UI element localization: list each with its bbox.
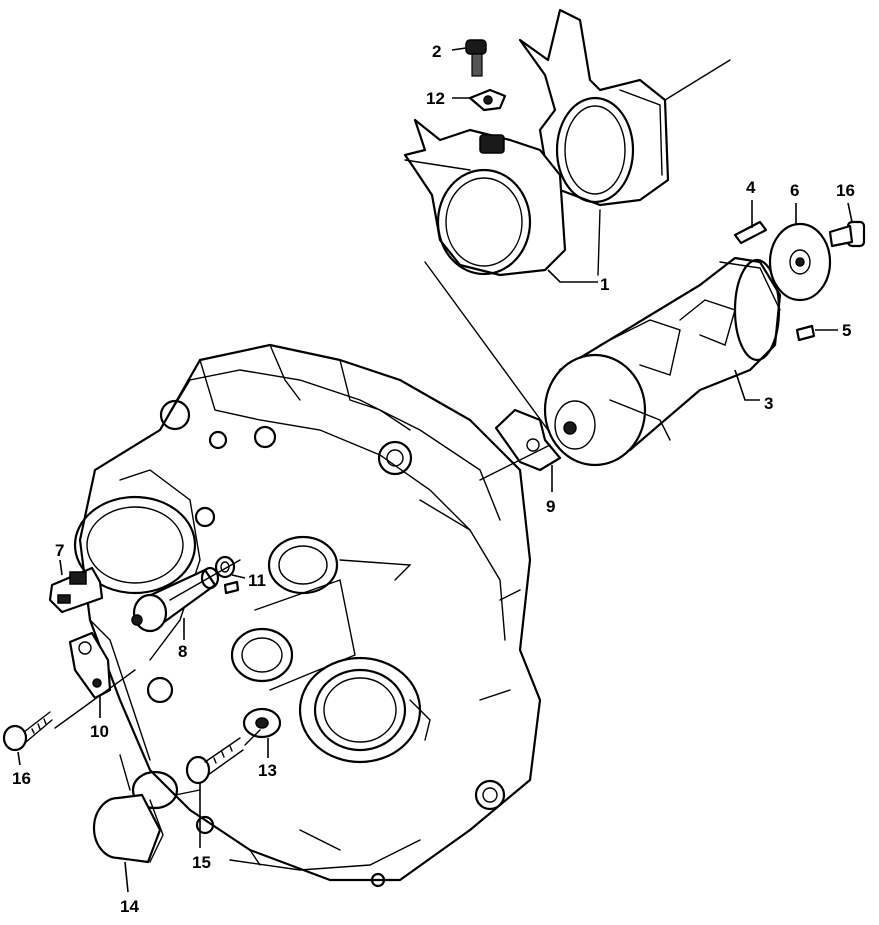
callout-1: 1 — [600, 275, 609, 294]
callout-10: 10 — [90, 722, 109, 741]
callout-9: 9 — [546, 497, 555, 516]
callout-5: 5 — [842, 321, 851, 340]
callout-11: 11 — [248, 571, 266, 590]
neutral-plate-6 — [768, 222, 832, 302]
shift-drum — [543, 256, 782, 467]
plate-10 — [68, 631, 112, 700]
callout-16-left: 16 — [12, 769, 31, 788]
callout-3: 3 — [764, 394, 773, 413]
bolt-16-left — [2, 711, 53, 752]
callout-2: 2 — [432, 42, 441, 61]
pin-4 — [733, 220, 768, 245]
washer-13 — [242, 707, 282, 739]
bolt-16-top — [828, 220, 866, 248]
callout-14: 14 — [120, 897, 139, 916]
shift-fork-lower — [403, 118, 567, 277]
callout-7: 7 — [55, 541, 64, 560]
washer-11 — [214, 555, 240, 595]
cap-14 — [92, 793, 164, 864]
screw-5 — [795, 324, 816, 342]
lock-plate-12 — [468, 88, 507, 112]
switch-7 — [48, 566, 104, 614]
crankcase — [73, 343, 542, 888]
callout-16-top: 16 — [836, 181, 855, 200]
callout-8: 8 — [178, 642, 187, 661]
stopper-plate-9 — [494, 408, 562, 472]
callout-15: 15 — [192, 853, 211, 872]
callout-leaders — [17, 47, 853, 893]
callout-6: 6 — [790, 181, 799, 200]
screw-2 — [465, 39, 487, 77]
stopper-shaft-8 — [131, 566, 220, 633]
callout-4: 4 — [746, 178, 756, 197]
callout-13: 13 — [258, 761, 277, 780]
callout-12: 12 — [426, 89, 445, 108]
fork-guide-pin — [479, 134, 505, 154]
bolt-15 — [185, 737, 244, 785]
shift-fork-upper — [518, 8, 731, 207]
